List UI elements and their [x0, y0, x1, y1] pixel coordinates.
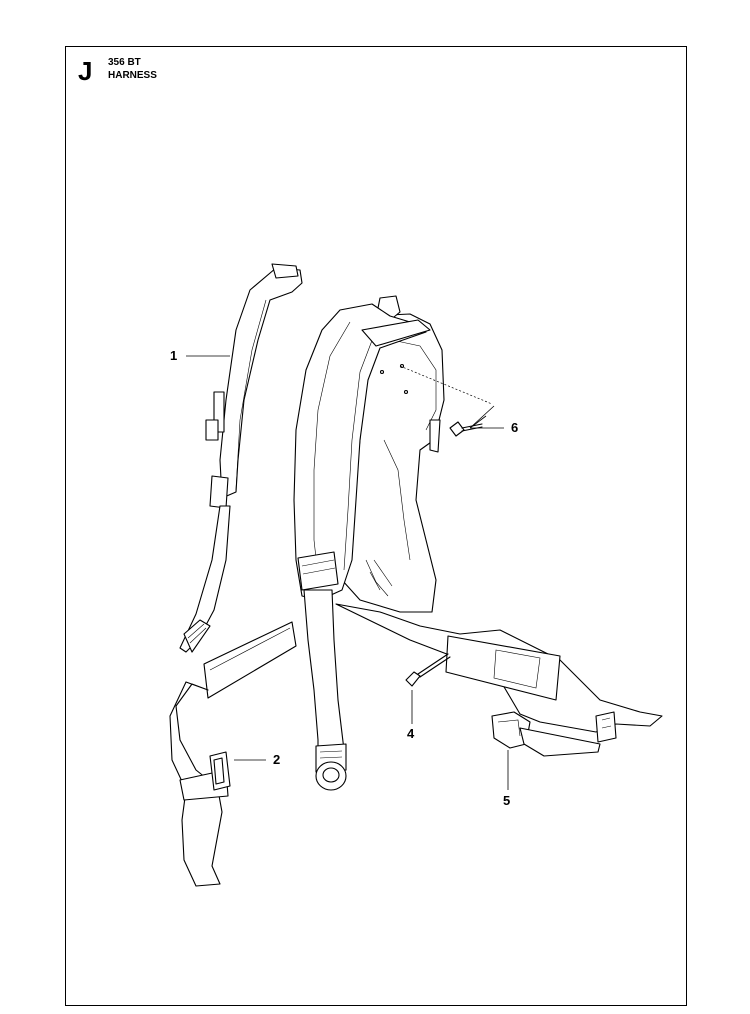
screw-4	[405, 653, 451, 687]
model-name: 356 BT	[108, 57, 141, 68]
callout-4: 4	[407, 726, 415, 741]
rear-shoulder-strap	[179, 263, 303, 653]
page-title: HARNESS	[108, 70, 157, 81]
leader-lines	[186, 355, 509, 790]
screw-6	[449, 421, 483, 437]
left-hip-pad	[169, 621, 297, 887]
callout-5: 5	[503, 793, 511, 808]
hip-belt	[335, 603, 663, 757]
section-letter: J	[78, 56, 93, 86]
back-plate	[341, 313, 445, 613]
callout-2: 2	[273, 752, 281, 767]
callout-1: 1	[170, 348, 178, 363]
page-frame	[65, 46, 687, 1006]
callout-6: 6	[511, 420, 519, 435]
front-shoulder-strap	[293, 295, 431, 791]
